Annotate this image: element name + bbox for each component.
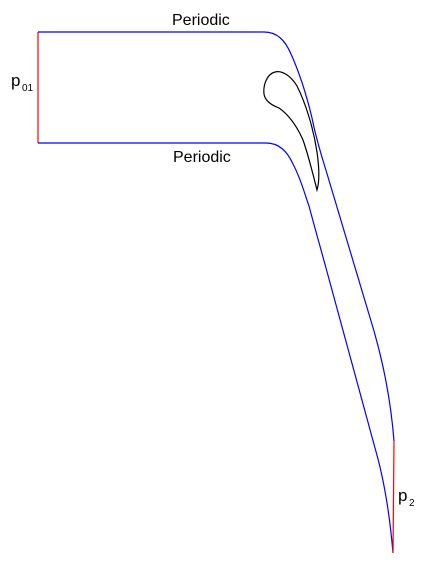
upper-periodic-boundary: [38, 31, 395, 442]
inlet-pressure-symbol: p: [11, 71, 20, 90]
outlet-pressure-symbol: p: [398, 486, 407, 505]
upper-periodic-label: Periodic: [172, 12, 230, 29]
outlet-boundary: [392, 440, 395, 554]
blade-profile: [263, 71, 320, 193]
outlet-pressure-subscript: 2: [409, 498, 415, 509]
inlet-pressure-subscript: 01: [22, 83, 34, 94]
lower-periodic-label: Periodic: [173, 149, 231, 166]
lower-periodic-boundary: [38, 142, 394, 554]
